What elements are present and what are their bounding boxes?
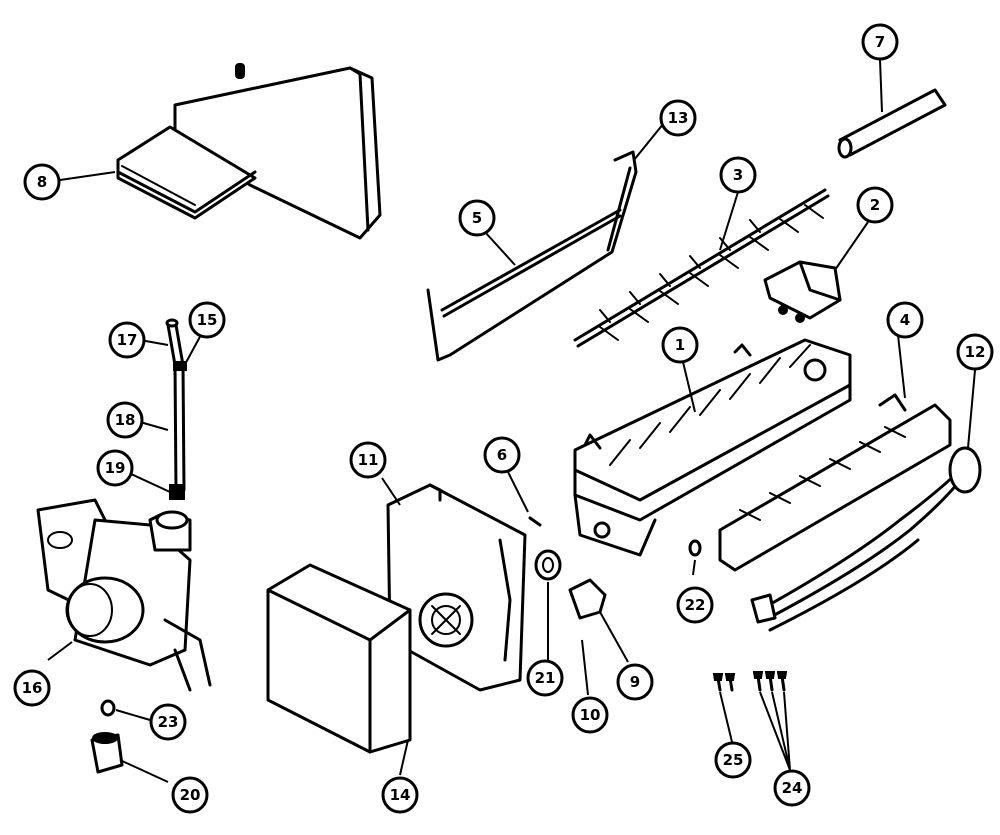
callout-label: 21	[535, 669, 556, 687]
leader-lines	[47, 59, 976, 783]
callout-label: 4	[900, 311, 910, 329]
part-25-screws	[712, 673, 736, 692]
callout-23: 23	[149, 703, 187, 741]
callout-2: 2	[856, 186, 894, 224]
callout-label: 2	[870, 196, 880, 214]
callout-15: 15	[188, 301, 226, 339]
callout-17: 17	[108, 321, 146, 359]
part-1-mold	[573, 338, 852, 557]
callout-label: 6	[497, 446, 507, 464]
part-3-ejector	[573, 188, 830, 348]
callout-24: 24	[773, 769, 811, 807]
callout-label: 15	[197, 311, 218, 329]
callout-label: 17	[117, 331, 138, 349]
callout-label: 24	[782, 779, 803, 797]
callout-label: 22	[685, 596, 706, 614]
part-20-fitting	[90, 732, 124, 774]
part-16-water-valve	[36, 498, 212, 692]
callout-8a: 8	[23, 163, 61, 201]
callout-label: 11	[358, 451, 379, 469]
callout-19: 19	[96, 449, 134, 487]
callout-label: 9	[630, 673, 640, 691]
callout-6: 6	[483, 436, 521, 474]
callout-3: 3	[719, 156, 757, 194]
callout-7: 7	[861, 23, 899, 61]
callout-label: 18	[115, 411, 136, 429]
callout-14: 14	[381, 776, 419, 814]
callout-21: 21	[526, 659, 564, 697]
part-22-nut	[688, 539, 702, 557]
callout-label: 14	[390, 786, 411, 804]
callout-12: 12	[956, 333, 994, 371]
part-2-switch	[763, 260, 842, 323]
callout-label: 7	[875, 33, 885, 51]
part-4-heater	[718, 393, 952, 572]
callout-9: 9	[616, 663, 654, 701]
callout-label: 20	[180, 786, 201, 804]
callout-4: 4	[886, 301, 924, 339]
callout-label: 8	[37, 173, 47, 191]
callout-10: 10	[571, 696, 609, 734]
part-14-cover	[266, 563, 412, 754]
part-18-water-tube	[165, 318, 187, 500]
part-9-clip	[568, 578, 607, 620]
callout-label: 5	[472, 209, 482, 227]
part-12-harness	[750, 446, 982, 632]
callout-20: 20	[171, 776, 209, 814]
callout-label: 16	[22, 679, 43, 697]
callout-5: 5	[458, 199, 496, 237]
callout-label: 1	[675, 336, 685, 354]
callout-13: 13	[659, 99, 697, 137]
callout-25: 25	[714, 741, 752, 779]
part-24-screws	[752, 671, 788, 692]
part-6-screw	[528, 516, 542, 527]
part-21-gear	[534, 549, 562, 581]
callout-1: 1	[661, 326, 699, 364]
callout-label: 25	[723, 751, 744, 769]
part-7-pin	[837, 88, 947, 159]
callout-16: 16	[13, 669, 51, 707]
callout-22: 22	[676, 586, 714, 624]
callout-label: 19	[105, 459, 126, 477]
part-23-washer	[100, 699, 116, 717]
callout-label: 23	[158, 713, 179, 731]
callout-label: 12	[965, 343, 986, 361]
callout-18: 18	[106, 401, 144, 439]
part-5-rod	[440, 208, 622, 318]
callout-label: 3	[733, 166, 743, 184]
part-8-shroud	[116, 63, 382, 240]
callout-label: 13	[668, 109, 689, 127]
callout-11: 11	[349, 441, 387, 479]
callout-label: 10	[580, 706, 601, 724]
